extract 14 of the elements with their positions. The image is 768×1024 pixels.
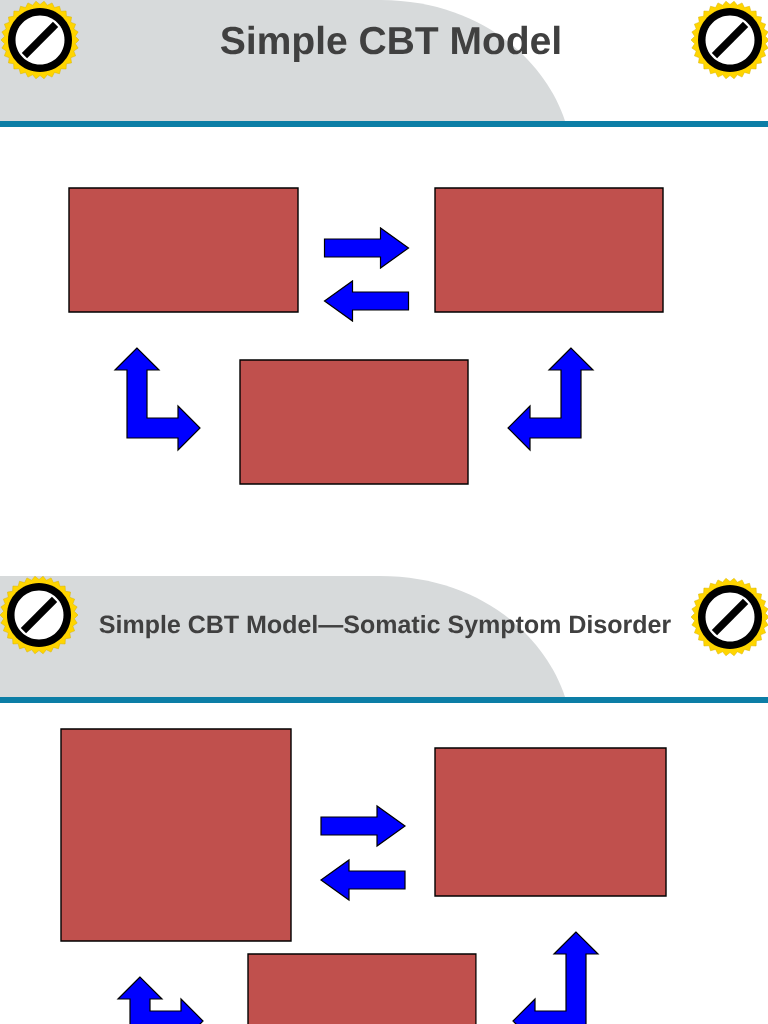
blank-box [434, 187, 664, 313]
block-arrow [323, 279, 410, 323]
block-arrow [320, 804, 407, 848]
blank-box [434, 747, 667, 897]
blank-box [247, 953, 477, 1024]
slide-title: Simple CBT Model—Somatic Symptom Disorder [99, 614, 671, 639]
bent-arrow [113, 347, 201, 452]
blank-box [68, 187, 299, 313]
block-arrow [323, 226, 410, 270]
block-arrow [319, 858, 406, 902]
blank-box [239, 359, 469, 485]
bent-arrow [116, 976, 204, 1024]
slide-title: Simple CBT Model [220, 25, 560, 63]
blank-box [60, 728, 292, 942]
